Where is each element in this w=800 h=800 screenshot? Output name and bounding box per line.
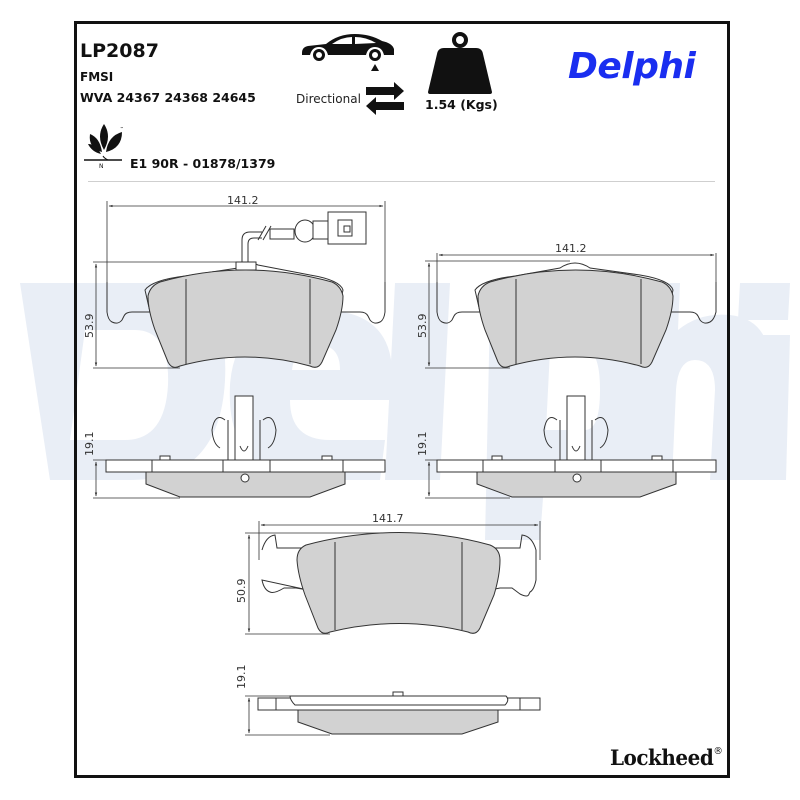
pad1-height-label: 53.9 [83,314,96,339]
pad2-thickness-label: 19.1 [416,432,429,457]
delphi-logo: Delphi [568,46,696,87]
wva-numbers: WVA 24367 24368 24645 [80,90,256,105]
svg-text:™: ™ [120,126,124,131]
pad2-height-label: 53.9 [416,314,429,339]
svg-text:N: N [99,163,104,170]
header-divider [88,181,715,182]
pad3-height-label: 50.9 [235,579,248,604]
pad2-width-label: 141.2 [555,242,587,255]
fmsi-label: FMSI [80,70,114,84]
certification-number: E1 90R - 01878/1379 [130,156,276,171]
pad1-side-view [93,395,386,499]
pad3-top-view [245,521,541,635]
weight-icon [428,32,492,94]
pad3-width-label: 141.7 [372,512,404,525]
pad3-thickness-label: 19.1 [235,665,248,690]
pad2-side-view [425,395,717,499]
part-number: LP2087 [80,40,159,62]
eco-leaf-icon: N ™ [84,124,124,170]
datasheet-frame [74,21,730,778]
weight-value: 1.54 (Kgs) [425,97,498,112]
pad3-side-view [245,691,541,736]
pad2-top-view [425,253,717,369]
lockheed-logo: Lockheed® [610,745,723,770]
pad1-thickness-label: 19.1 [83,432,96,457]
car-rear-axle-icon [302,34,394,71]
pad1-top-view [93,201,386,369]
directional-arrows-icon [366,82,404,115]
directional-label: Directional [296,92,361,106]
pad1-width-label: 141.2 [227,194,259,207]
